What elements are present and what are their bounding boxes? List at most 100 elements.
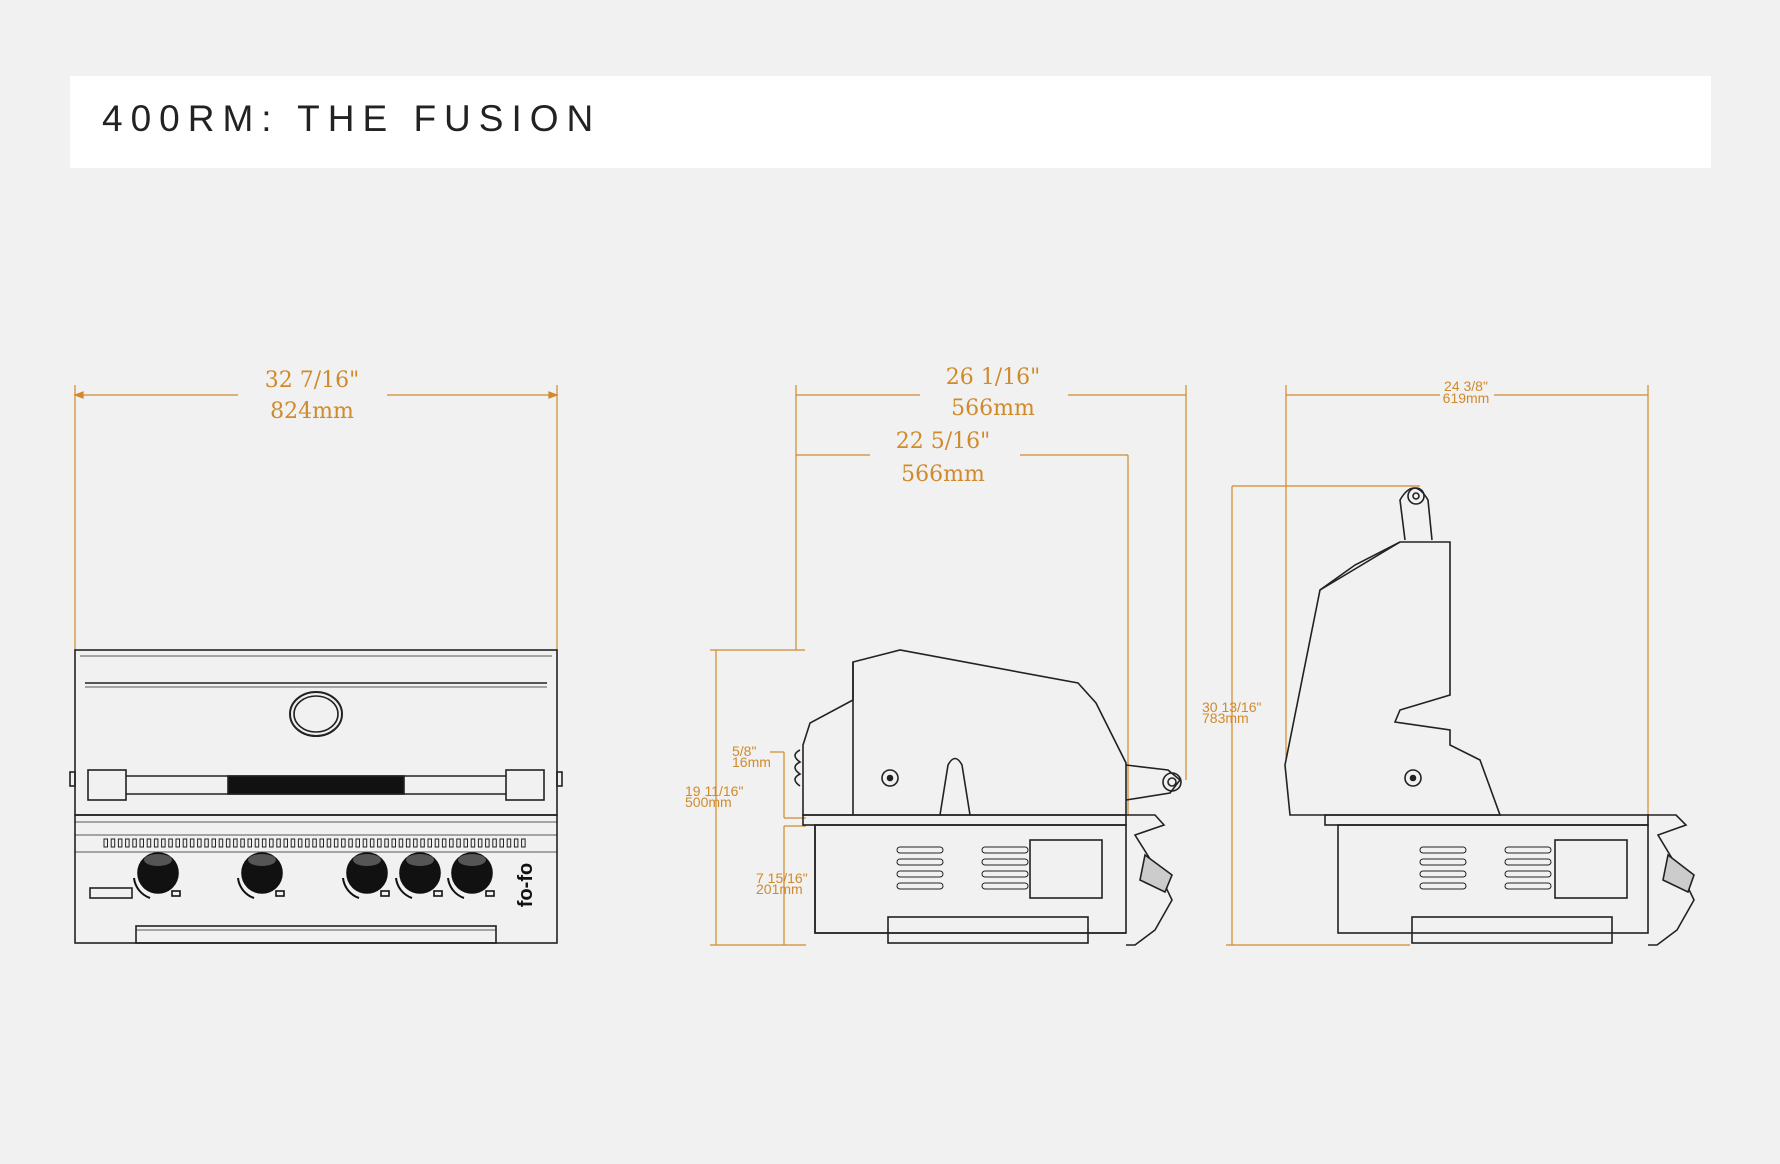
vent-slot: [362, 838, 368, 848]
vent-slot: [175, 838, 180, 848]
open-depth-metric: 619mm: [1443, 390, 1490, 406]
vent-slot: [254, 838, 260, 848]
vent-slot: [305, 838, 310, 848]
open-depth-imperial: 24 3/8": [1444, 378, 1488, 394]
vent-slot: [110, 838, 116, 848]
vent-slot: [319, 838, 324, 848]
vent-slot: [276, 838, 281, 848]
front-vent-slots: [103, 838, 526, 848]
vent-slot: [297, 838, 303, 848]
vent-slot: [139, 838, 144, 848]
front-knobs: [133, 852, 495, 899]
vent-slot: [405, 838, 411, 848]
side-total-depth-metric: 566mm: [951, 396, 1035, 421]
side-base-height-imperial: 7 15/16": [756, 870, 808, 886]
vent-slot: [348, 838, 353, 848]
open-handle: [1399, 487, 1433, 541]
side-body-depth-metric: 566mm: [901, 462, 985, 487]
vent-slot: [384, 838, 389, 848]
louver: [1504, 858, 1552, 866]
side-view: 26 1/16" 566mm 22 5/16" 566mm 5/8" 16mm …: [685, 365, 1187, 946]
louver: [1504, 870, 1552, 878]
vent-slot: [103, 838, 108, 848]
louver: [981, 846, 1029, 854]
control-knob: [237, 852, 285, 899]
vent-slot: [146, 838, 152, 848]
vent-slot: [477, 838, 483, 848]
vent-slot: [369, 838, 375, 848]
vent-slot: [161, 838, 166, 848]
page-title: 400RM: THE FUSION: [102, 98, 602, 139]
vent-slot: [125, 838, 130, 848]
open-height-metric: 783mm: [1202, 710, 1249, 726]
vent-slot: [283, 838, 288, 848]
front-width-dimension: [73, 385, 559, 650]
side-body-depth-imperial: 22 5/16": [896, 429, 991, 454]
louver: [1504, 846, 1552, 854]
vent-slot: [427, 838, 432, 848]
vent-slot: [391, 838, 396, 848]
front-handle-right-bracket: [505, 769, 545, 801]
vent-slot: [204, 838, 209, 848]
vent-slot: [197, 838, 202, 848]
open-grill-outline: [1284, 487, 1695, 946]
louver: [896, 882, 944, 890]
side-dimension-lines: [710, 385, 1187, 946]
louver: [896, 870, 944, 878]
title-bar: 400RM: THE FUSION: [70, 76, 1711, 168]
vent-slot: [513, 838, 519, 848]
vent-slot: [182, 838, 188, 848]
front-logo: fo-fo: [515, 863, 537, 907]
side-total-depth-imperial: 26 1/16": [946, 365, 1041, 390]
control-knob: [342, 852, 390, 899]
vent-slot: [398, 838, 404, 848]
front-handle-left-bracket: [87, 769, 127, 801]
open-dimension-lines: [1226, 385, 1649, 946]
open-view: 24 3/8" 619mm 30 13/16" 783mm: [1202, 378, 1695, 946]
louver: [1504, 882, 1552, 890]
louver: [896, 846, 944, 854]
vent-slot: [333, 838, 339, 848]
vent-slot: [240, 838, 245, 848]
control-knob: [395, 852, 443, 899]
vent-slot: [189, 838, 195, 848]
vent-slot: [153, 838, 159, 848]
vent-slot: [233, 838, 238, 848]
side-lid-gap-metric: 16mm: [732, 754, 771, 770]
vent-slot: [420, 838, 425, 848]
control-knob: [133, 852, 181, 899]
louver: [1419, 846, 1467, 854]
vent-slot: [225, 838, 231, 848]
control-knob: [447, 852, 495, 899]
open-hood: [1284, 541, 1502, 816]
vent-slot: [377, 838, 382, 848]
louver: [981, 870, 1029, 878]
louver: [1419, 858, 1467, 866]
vent-slot: [521, 838, 526, 848]
side-hood-height-metric: 500mm: [685, 794, 732, 810]
vent-slot: [470, 838, 476, 848]
front-view: 32 7/16" 824mm fo-fo: [69, 368, 563, 944]
vent-slot: [413, 838, 418, 848]
front-drip-tray: [135, 925, 497, 944]
vent-slot: [269, 838, 274, 848]
vent-slot: [485, 838, 490, 848]
vent-slot: [132, 838, 137, 848]
vent-slot: [463, 838, 468, 848]
vent-slot: [168, 838, 173, 848]
side-hood: [802, 649, 1127, 816]
vent-slot: [341, 838, 346, 848]
open-drip-tray: [1411, 916, 1613, 944]
louver: [896, 858, 944, 866]
front-handle-bar: [227, 775, 405, 795]
louver: [981, 858, 1029, 866]
vent-slot: [211, 838, 216, 848]
vent-slot: [117, 838, 123, 848]
vent-slot: [456, 838, 461, 848]
louver: [1419, 870, 1467, 878]
side-lid-gap-imperial: 5/8": [732, 743, 756, 759]
open-cabinet: [1337, 824, 1649, 934]
vent-slot: [499, 838, 504, 848]
vent-slot: [326, 838, 332, 848]
